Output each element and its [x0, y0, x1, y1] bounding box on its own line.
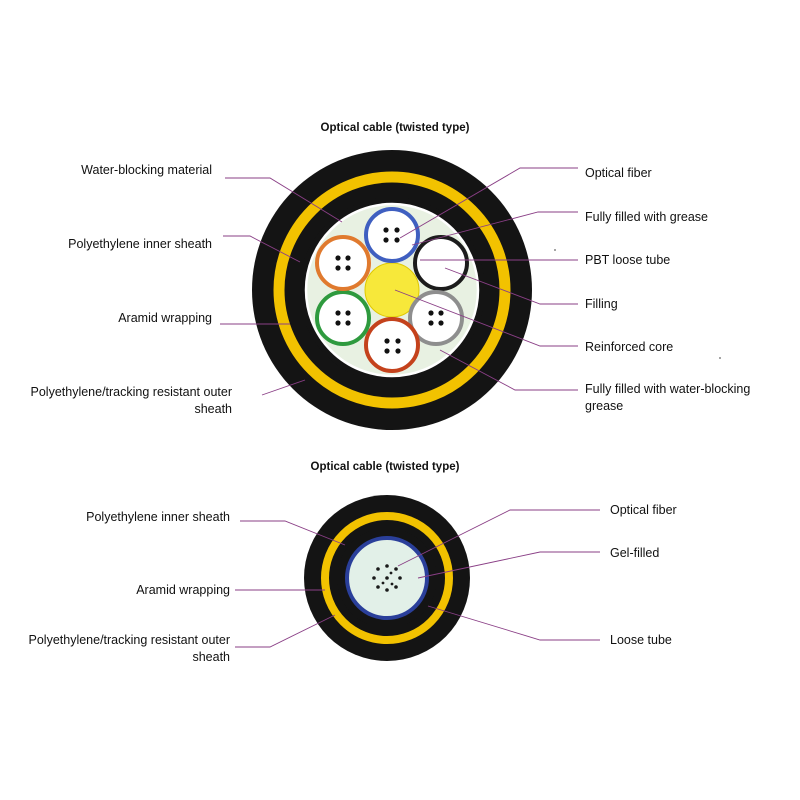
- label-outer-sheath-2: Polyethylene/tracking resistant outer sh…: [28, 633, 231, 664]
- label-water-blocking-material: Water-blocking material: [81, 163, 212, 177]
- diagram-1-title: Optical cable (twisted type): [320, 122, 470, 134]
- leader-grease: [411, 211, 578, 246]
- leader-lines-2: [235, 509, 600, 648]
- label-water-blocking-grease: Fully filled with water-blocking grease: [585, 382, 751, 413]
- label-outer-sheath-1: Polyethylene/tracking resistant outer sh…: [30, 385, 233, 416]
- label-filling: Filling: [585, 297, 618, 311]
- leader-optical-fiber-1: [399, 167, 578, 239]
- label-polyethylene-inner-sheath-1: Polyethylene inner sheath: [68, 237, 212, 251]
- leader-water-blocking-grease: [439, 349, 578, 391]
- leader-water-blocking: [225, 177, 343, 223]
- label-pbt-loose-tube: PBT loose tube: [585, 253, 671, 267]
- label-gel-filled: Gel-filled: [610, 546, 660, 560]
- leader-optical-fiber-2: [397, 509, 600, 567]
- loose-tube-blue: [364, 207, 420, 263]
- label-fully-filled-grease: Fully filled with grease: [585, 210, 708, 224]
- leader-inner-sheath-2: [240, 520, 346, 546]
- loose-tube-orange: [315, 235, 371, 291]
- leader-reinforced-core: [394, 289, 578, 347]
- stray-dot: [554, 249, 556, 251]
- leader-loose-tube-2: [427, 605, 600, 641]
- aramid-ring-1: [273, 171, 511, 409]
- cable-cross-section-2: [304, 495, 470, 661]
- leader-inner-sheath: [223, 235, 301, 263]
- label-aramid-wrapping-2: Aramid wrapping: [136, 583, 230, 597]
- leader-filling: [444, 267, 578, 305]
- loose-tube-black: [413, 235, 469, 291]
- label-polyethylene-inner-sheath-2: Polyethylene inner sheath: [86, 510, 230, 524]
- label-optical-fiber-2: Optical fiber: [610, 503, 677, 517]
- leader-outer-sheath-2: [235, 614, 336, 648]
- fiber-bundle-2: [372, 564, 402, 592]
- aramid-ring-2: [321, 512, 453, 644]
- cable-cross-section-1: [252, 150, 532, 430]
- stray-dot: [719, 357, 721, 359]
- leader-lines-1: [220, 167, 578, 396]
- diagram-2-title: Optical cable (twisted type): [310, 461, 460, 473]
- label-aramid-wrapping-1: Aramid wrapping: [118, 311, 212, 325]
- loose-tube-red: [364, 317, 420, 373]
- label-loose-tube-2: Loose tube: [610, 633, 672, 647]
- label-reinforced-core: Reinforced core: [585, 340, 674, 354]
- loose-tube-gray: [408, 290, 464, 346]
- loose-tube-green: [315, 290, 371, 346]
- leader-outer-sheath: [261, 379, 306, 396]
- leader-gel-filled: [417, 551, 600, 579]
- label-optical-fiber-1: Optical fiber: [585, 166, 652, 180]
